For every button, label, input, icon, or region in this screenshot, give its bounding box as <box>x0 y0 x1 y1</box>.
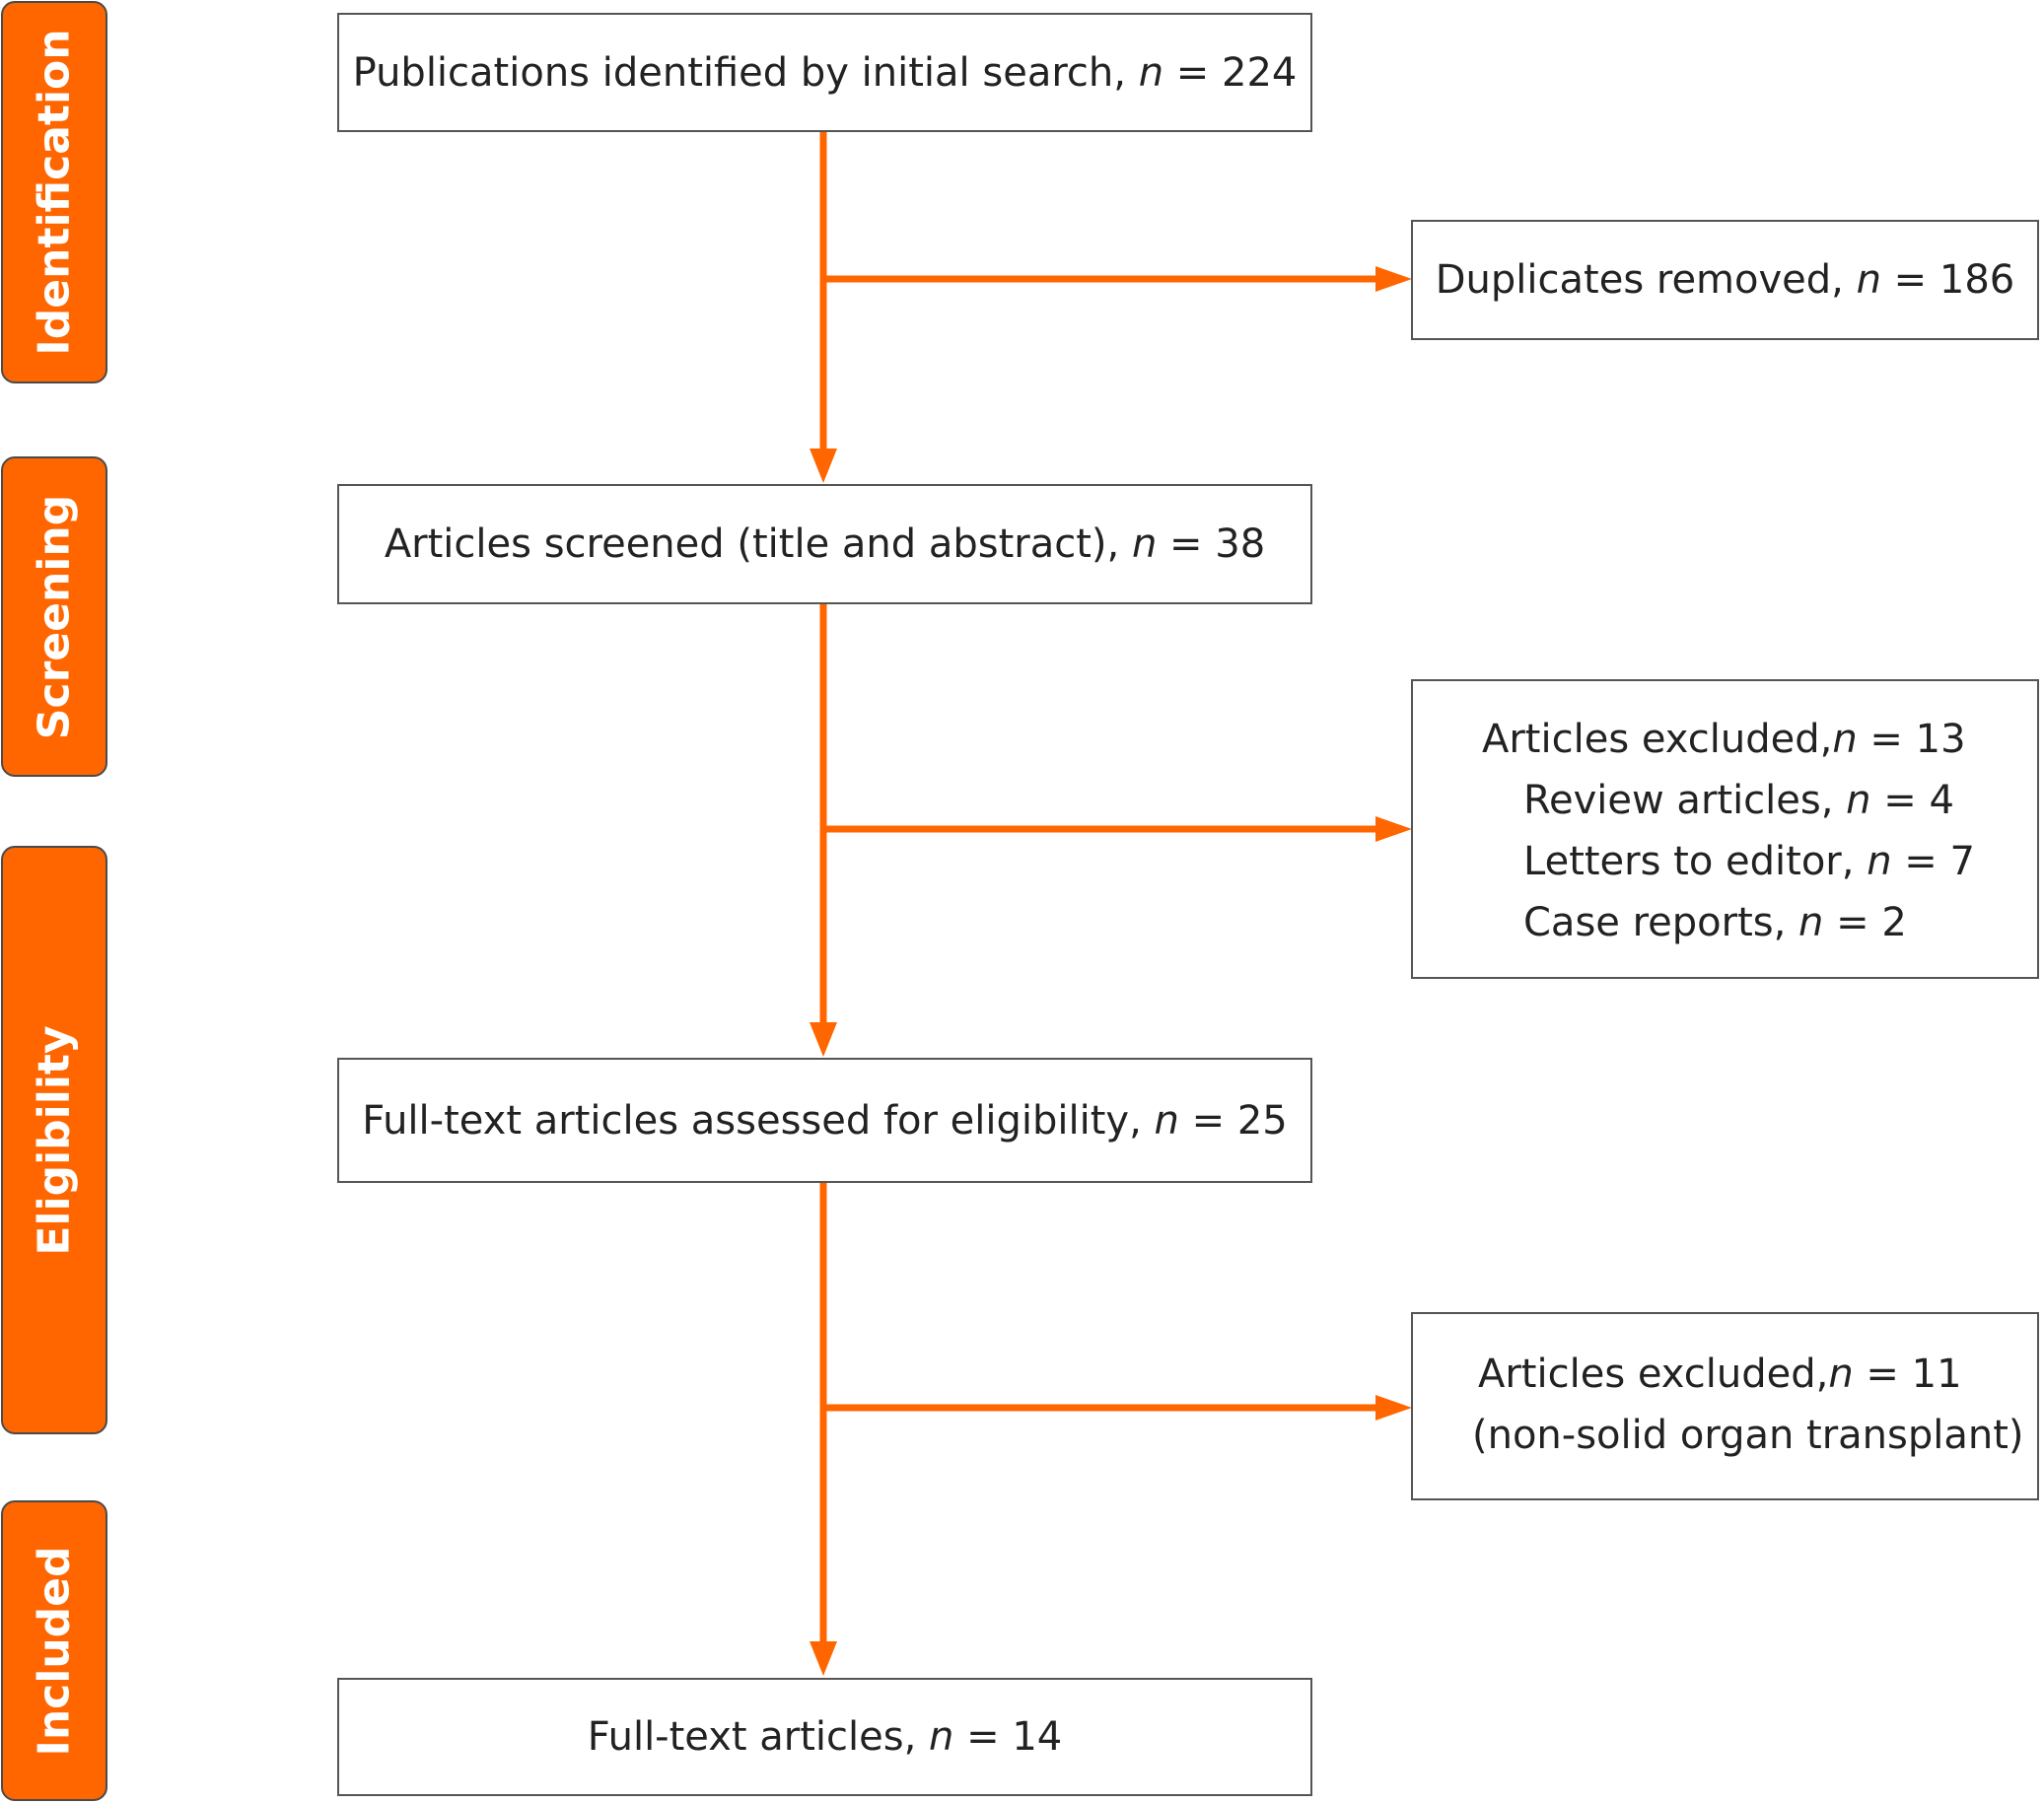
excluded-reason-item: Case reports, n = 2 <box>1523 900 1907 945</box>
box-excluded-screening: Articles excluded,n = 13 Review articles… <box>1411 679 2039 979</box>
stage-identification: Identification <box>1 1 107 383</box>
box-included: Full-text articles, n = 14 <box>337 1678 1312 1796</box>
box-excluded-eligibility: Articles excluded,n = 11 (non-solid orga… <box>1411 1312 2039 1500</box>
excluded-header: Articles excluded,n = 13 <box>1482 717 1966 762</box>
arrowhead-down <box>810 1022 837 1057</box>
excluded-reason-item: Letters to editor, n = 7 <box>1523 839 1975 884</box>
stage-included: Included <box>1 1500 107 1801</box>
box-duplicates-removed: Duplicates removed, n = 186 <box>1411 220 2039 340</box>
box-screened: Articles screened (title and abstract), … <box>337 484 1312 604</box>
stage-eligibility: Eligibility <box>1 846 107 1434</box>
box-identified: Publications identified by initial searc… <box>337 13 1312 132</box>
box-eligibility: Full-text articles assessed for eligibil… <box>337 1058 1312 1183</box>
excluded-note: (non-solid organ transplant) <box>1472 1413 2024 1458</box>
arrowhead-right <box>1375 1395 1412 1421</box>
arrowhead-down <box>810 449 837 483</box>
arrowhead-down <box>810 1641 837 1676</box>
excluded-header: Articles excluded,n = 11 <box>1478 1352 1962 1397</box>
stage-screening: Screening <box>1 456 107 777</box>
excluded-reason-item: Review articles, n = 4 <box>1523 778 1954 823</box>
arrowhead-right <box>1375 816 1412 842</box>
arrowhead-right <box>1375 266 1412 292</box>
